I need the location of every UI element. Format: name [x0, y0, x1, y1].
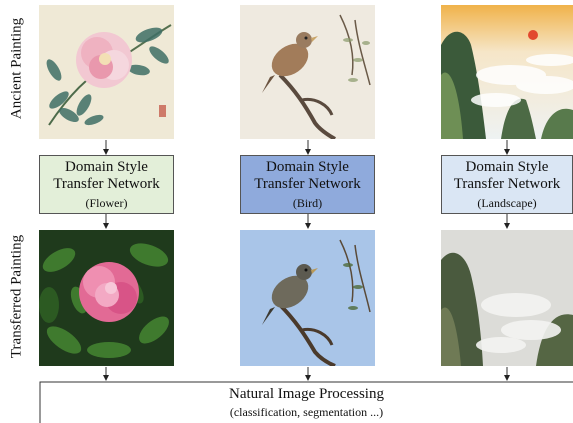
network-domain-label: (Bird): [292, 195, 323, 210]
ancient-flower-painting: [39, 5, 174, 139]
ancient-bird-painting: [240, 5, 375, 139]
network-box-flower: Domain Style Transfer Network (Flower): [39, 155, 174, 214]
network-title-line2: Transfer Network: [254, 175, 361, 192]
processing-box-outline: [39, 381, 573, 423]
transferred-bird-photo: [240, 230, 375, 366]
transferred-landscape-photo: [441, 230, 573, 366]
network-title-line1: Domain Style: [266, 158, 349, 175]
network-title-line1: Domain Style: [465, 158, 549, 175]
processing-title: Natural Image Processing: [229, 386, 384, 402]
network-domain-label: (Flower): [85, 195, 128, 210]
network-title-line2: Transfer Network: [53, 175, 160, 192]
processing-subtitle: (classification, segmentation ...): [229, 405, 384, 419]
network-box-landscape: Domain Style Transfer Network (Landscape…: [441, 155, 573, 214]
network-title-line2: Transfer Network: [453, 175, 561, 192]
network-domain-label: (Landscape): [477, 195, 537, 210]
transferred-flower-photo: [39, 230, 174, 366]
network-box-bird: Domain Style Transfer Network (Bird): [240, 155, 375, 214]
ancient-landscape-painting: [441, 5, 573, 139]
network-title-line1: Domain Style: [65, 158, 148, 175]
